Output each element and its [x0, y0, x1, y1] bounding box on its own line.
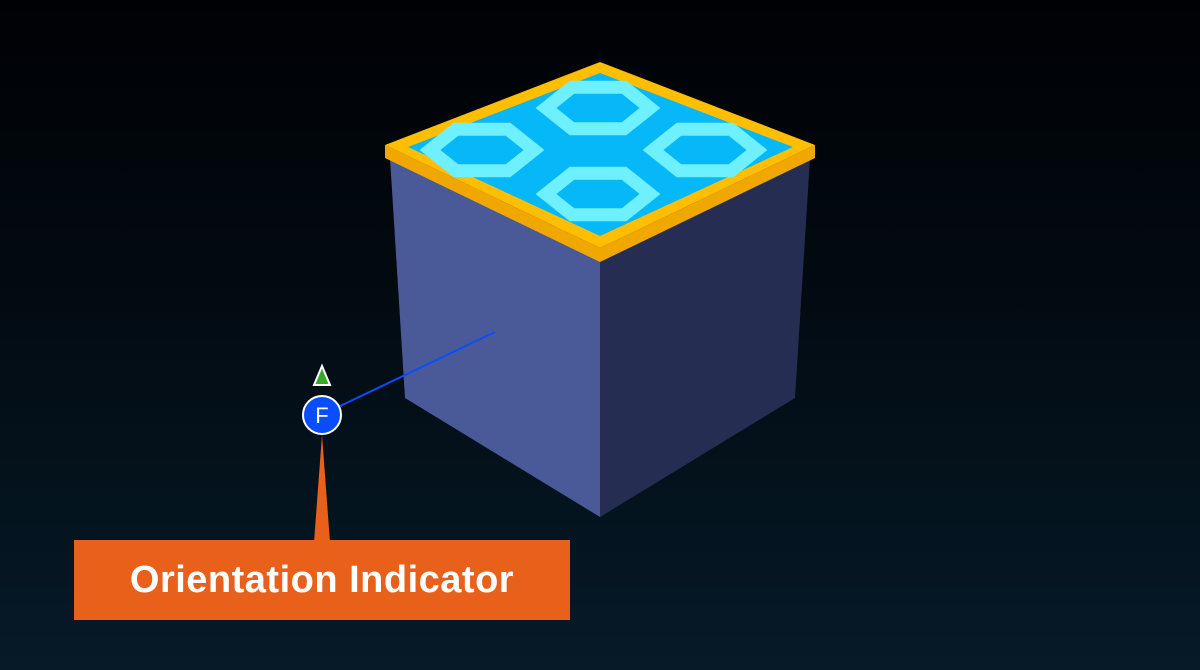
callout-pointer — [314, 435, 330, 542]
orientation-indicator[interactable]: F — [302, 395, 342, 435]
hexagon — [419, 122, 545, 178]
callout-label: Orientation Indicator — [74, 540, 570, 620]
cube[interactable] — [385, 62, 815, 517]
indicator-letter: F — [315, 403, 328, 428]
cube-top-surface — [408, 73, 793, 236]
callout-text: Orientation Indicator — [129, 558, 515, 601]
hexagon-pattern — [419, 80, 768, 222]
orientation-line — [335, 331, 496, 409]
hexagon — [535, 80, 661, 136]
cube-right-face — [600, 158, 810, 517]
up-arrow-icon — [312, 363, 332, 386]
cube-left-face — [390, 158, 600, 517]
hexagon — [535, 166, 661, 222]
hexagon — [642, 122, 768, 178]
